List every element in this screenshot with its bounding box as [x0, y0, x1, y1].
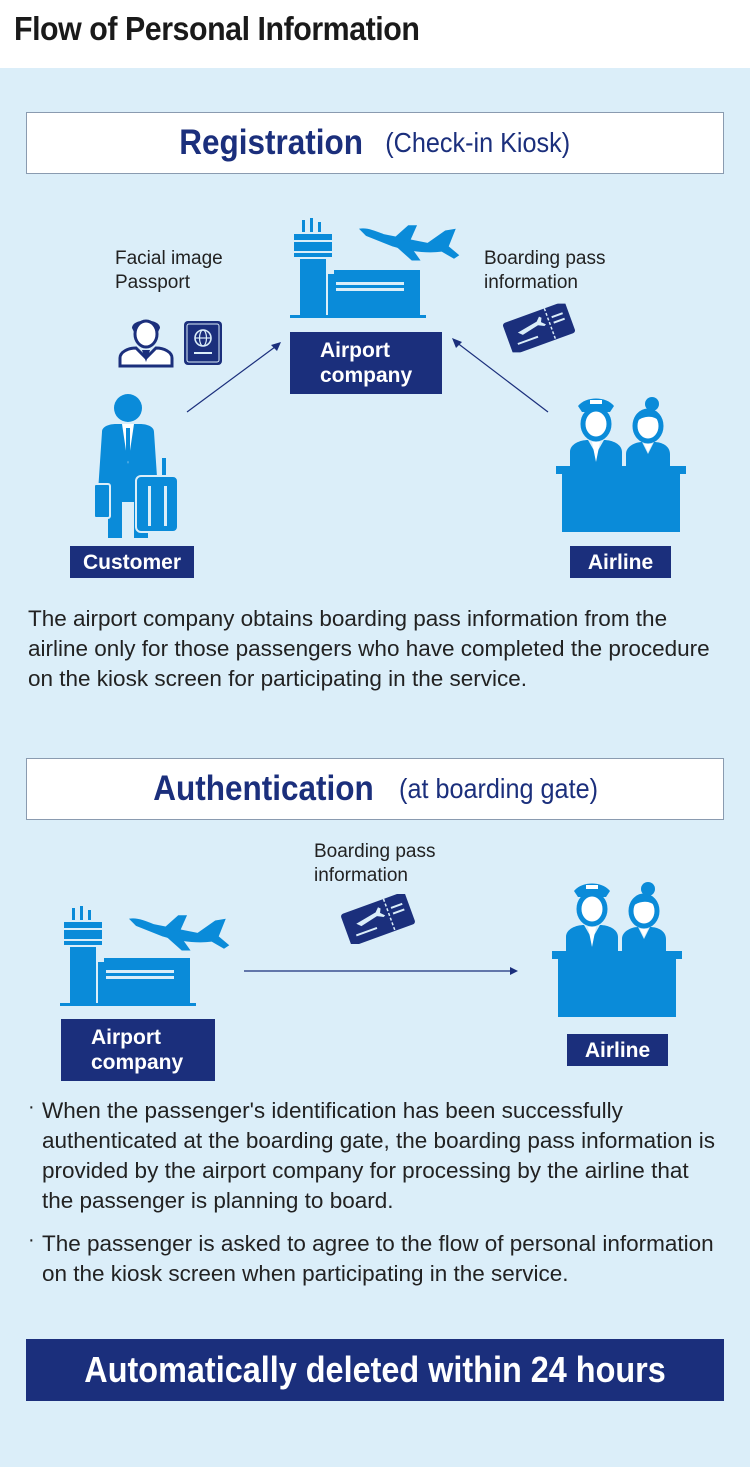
auth-bullet-1: When the passenger's identification has … [42, 1098, 715, 1213]
airline-label: Airline [570, 546, 671, 578]
auth-airplane-icon [128, 915, 230, 951]
auth-airline-staff-icon [552, 874, 682, 1020]
registration-description: The airport company obtains boarding pas… [28, 606, 710, 691]
auth-airport-company-label: Airport company [61, 1019, 215, 1081]
airline-staff-icon [556, 386, 686, 538]
boarding-pass-label: Boarding pass information [484, 248, 606, 293]
arrow-customer-to-airport [186, 342, 281, 413]
authentication-heading-main: Authentication [153, 769, 374, 808]
customer-with-luggage-icon [93, 394, 179, 538]
authentication-heading: Authentication (at boarding gate) [26, 758, 724, 820]
bullet-dot: · [28, 1096, 35, 1118]
deletion-banner-text: Automatically deleted within 24 hours [84, 1349, 666, 1390]
bullet-dot: · [28, 1229, 35, 1251]
customer-label: Customer [70, 546, 194, 578]
deletion-banner: Automatically deleted within 24 hours [26, 1339, 724, 1401]
arrow-airport-to-airline [244, 967, 518, 975]
passport-icon [184, 321, 222, 365]
arrow-airline-to-airport [452, 338, 549, 413]
authentication-heading-sub: (at boarding gate) [399, 773, 598, 804]
customer-data-label: Facial image Passport [115, 248, 223, 293]
registration-heading-sub: (Check-in Kiosk) [385, 127, 571, 158]
registration-heading: Registration (Check-in Kiosk) [26, 112, 724, 174]
airplane-icon [358, 225, 460, 261]
auth-boarding-pass-label: Boarding pass information [314, 841, 436, 886]
registration-heading-main: Registration [179, 123, 364, 162]
person-icon [118, 319, 174, 368]
auth-airline-label: Airline [567, 1034, 668, 1066]
page-title: Flow of Personal Information [14, 10, 420, 47]
auth-bullet-2: The passenger is asked to agree to the f… [42, 1231, 714, 1286]
auth-boarding-pass-icon [339, 894, 417, 944]
airport-company-label: Airport company [290, 332, 442, 394]
